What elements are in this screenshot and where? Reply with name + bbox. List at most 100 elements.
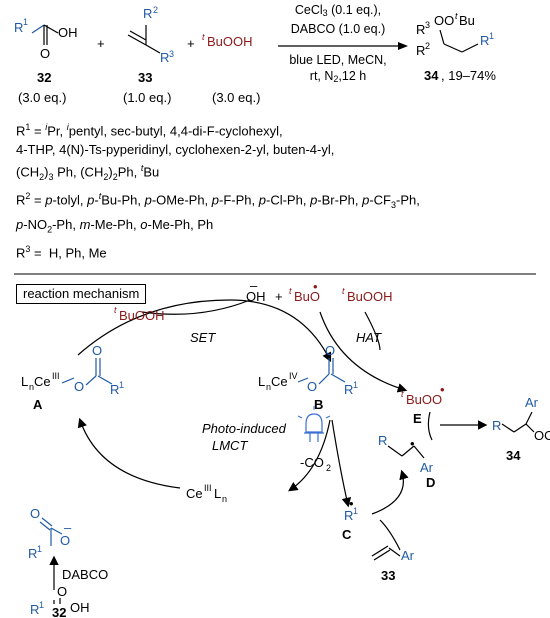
svg-text:t: t [401,389,404,399]
product-34-label: 34 [424,68,439,83]
svg-text:R: R [160,50,169,65]
svg-text:R: R [28,546,37,561]
svg-text:R: R [480,33,489,48]
svg-text:n: n [29,382,34,392]
svg-text:t: t [289,286,292,296]
hydroxide: OH [246,289,266,304]
species-A-structure: L n Ce III O O R 1 [21,343,124,397]
svg-text:L: L [21,374,28,389]
plus-sign-2: + [187,36,195,51]
svg-text:1: 1 [39,600,44,610]
tbuo-radical: BuO [294,289,320,304]
svg-text:+: + [275,289,283,304]
product-34-mechanism-label: 34 [506,448,521,463]
svg-text:•: • [313,279,318,294]
svg-text:Ar: Ar [525,395,539,410]
svg-text:3: 3 [425,20,430,30]
svg-text:–: – [250,278,258,293]
compound-32-label: 32 [37,70,51,85]
r1-scope-line-2: 4-THP, 4(N)-Ts-pyperidinyl, cyclohexen-2… [16,142,335,158]
svg-text:t: t [202,32,205,42]
svg-text:R: R [14,20,23,35]
species-D-label: D [426,475,435,490]
r3-scope-line: R3 = H, Ph, Me [16,243,107,261]
co2-loss: -CO [300,455,324,470]
compound-32-equivalents: (3.0 eq.) [18,90,66,105]
reaction-equation-graphic: R 1 OH O 32 (3.0 eq.) + R 2 R 3 33 (1.0 … [14,5,536,275]
svg-text:R: R [143,6,152,21]
svg-text:O: O [40,46,50,61]
svg-text:OH: OH [70,600,90,615]
svg-text:1: 1 [37,544,42,554]
r2-scope-line-1: R2 = p-tolyl, p-tBu-Ph, p-OMe-Ph, p-F-Ph… [16,191,420,211]
product-34-mechanism: R Ar OO [492,395,550,443]
tbuooh-equivalents: (3.0 eq.) [212,90,260,105]
svg-text:III: III [52,371,60,381]
svg-text:R: R [416,22,425,37]
svg-text:1: 1 [353,380,358,390]
svg-text:2: 2 [425,41,430,51]
alkene-structure: R 2 R 3 [127,5,174,65]
compound-32-mechanism-label: 32 [52,605,66,618]
svg-text:O: O [30,506,40,521]
compound-33-equivalents: (1.0 eq.) [123,90,171,105]
cycle-arc-left [77,417,181,489]
svg-text:R: R [110,382,119,397]
product-structure: R 3 OO t Bu R 2 R 1 [416,11,494,58]
r2-scope-line-2: p-NO2-Ph, m-Me-Ph, o-Me-Ph, Ph [16,217,214,235]
svg-text:Ce: Ce [271,374,288,389]
conditions-below-arrow: blue LED, MeCN, rt, N2,12 h [289,53,387,84]
carboxylate-anion: O O – R 1 [28,506,72,561]
svg-text:1: 1 [119,380,124,390]
svg-text:t: t [114,305,117,315]
alkene-33-mechanism: Ar [371,545,415,563]
cycle-arc-top [77,299,332,363]
svg-text:O: O [325,343,335,358]
species-C-label: C [342,527,352,542]
species-E-label: E [413,411,422,426]
ce3-catalyst: Ce [186,486,203,501]
svg-text:Bu: Bu [459,13,475,28]
svg-text:R: R [344,382,353,397]
svg-text:•: • [349,496,354,511]
hat-label: HAT [356,330,382,345]
r1-scope-line-1: R1 = iPr, ipentyl, sec-butyl, 4,4-di-F-c… [16,122,283,139]
photo-induced-label: Photo-induced [202,421,287,436]
substrate-scope: R1 = iPr, ipentyl, sec-butyl, 4,4-di-F-c… [16,118,536,262]
svg-text:R: R [492,418,501,433]
svg-text:1: 1 [23,17,28,27]
set-label: SET [190,330,216,345]
benzyl-radical-D: R • Ar [378,433,434,475]
svg-text:OO: OO [434,13,454,28]
svg-text:OH: OH [58,25,78,40]
svg-text:•: • [410,436,415,451]
svg-text:2: 2 [153,5,158,15]
svg-text:t: t [455,11,458,21]
svg-text:IV: IV [289,371,298,381]
svg-text:t: t [342,286,345,296]
compound-33-mechanism-label: 33 [381,568,395,583]
hat-arrow [319,311,408,393]
svg-text:L: L [258,374,265,389]
compound-33-label: 33 [138,70,152,85]
svg-text:n: n [222,494,227,504]
dabco-label: DABCO [62,567,108,582]
product-yield: , 19–74% [441,68,496,83]
cycle-arc-right [288,419,331,492]
r1-scope-line-3: (CH2)3 Ph, (CH2)2Ph, tBu [16,163,160,183]
plus-sign: + [97,36,105,51]
svg-text:n: n [266,382,271,392]
svg-text:3: 3 [169,49,174,59]
svg-text:OO: OO [534,428,550,443]
species-B-structure: L n Ce IV O O R 1 [258,343,358,397]
tbuooh-mechanism: BuOOH [119,308,165,323]
lmct-label: LMCT [212,438,248,453]
species-B-label: B [314,397,323,412]
svg-text:L: L [214,486,221,501]
svg-text:R: R [378,433,387,448]
tbuooh-second: BuOOH [347,289,393,304]
svg-text:R: R [416,43,425,58]
svg-text:–: – [64,520,72,535]
